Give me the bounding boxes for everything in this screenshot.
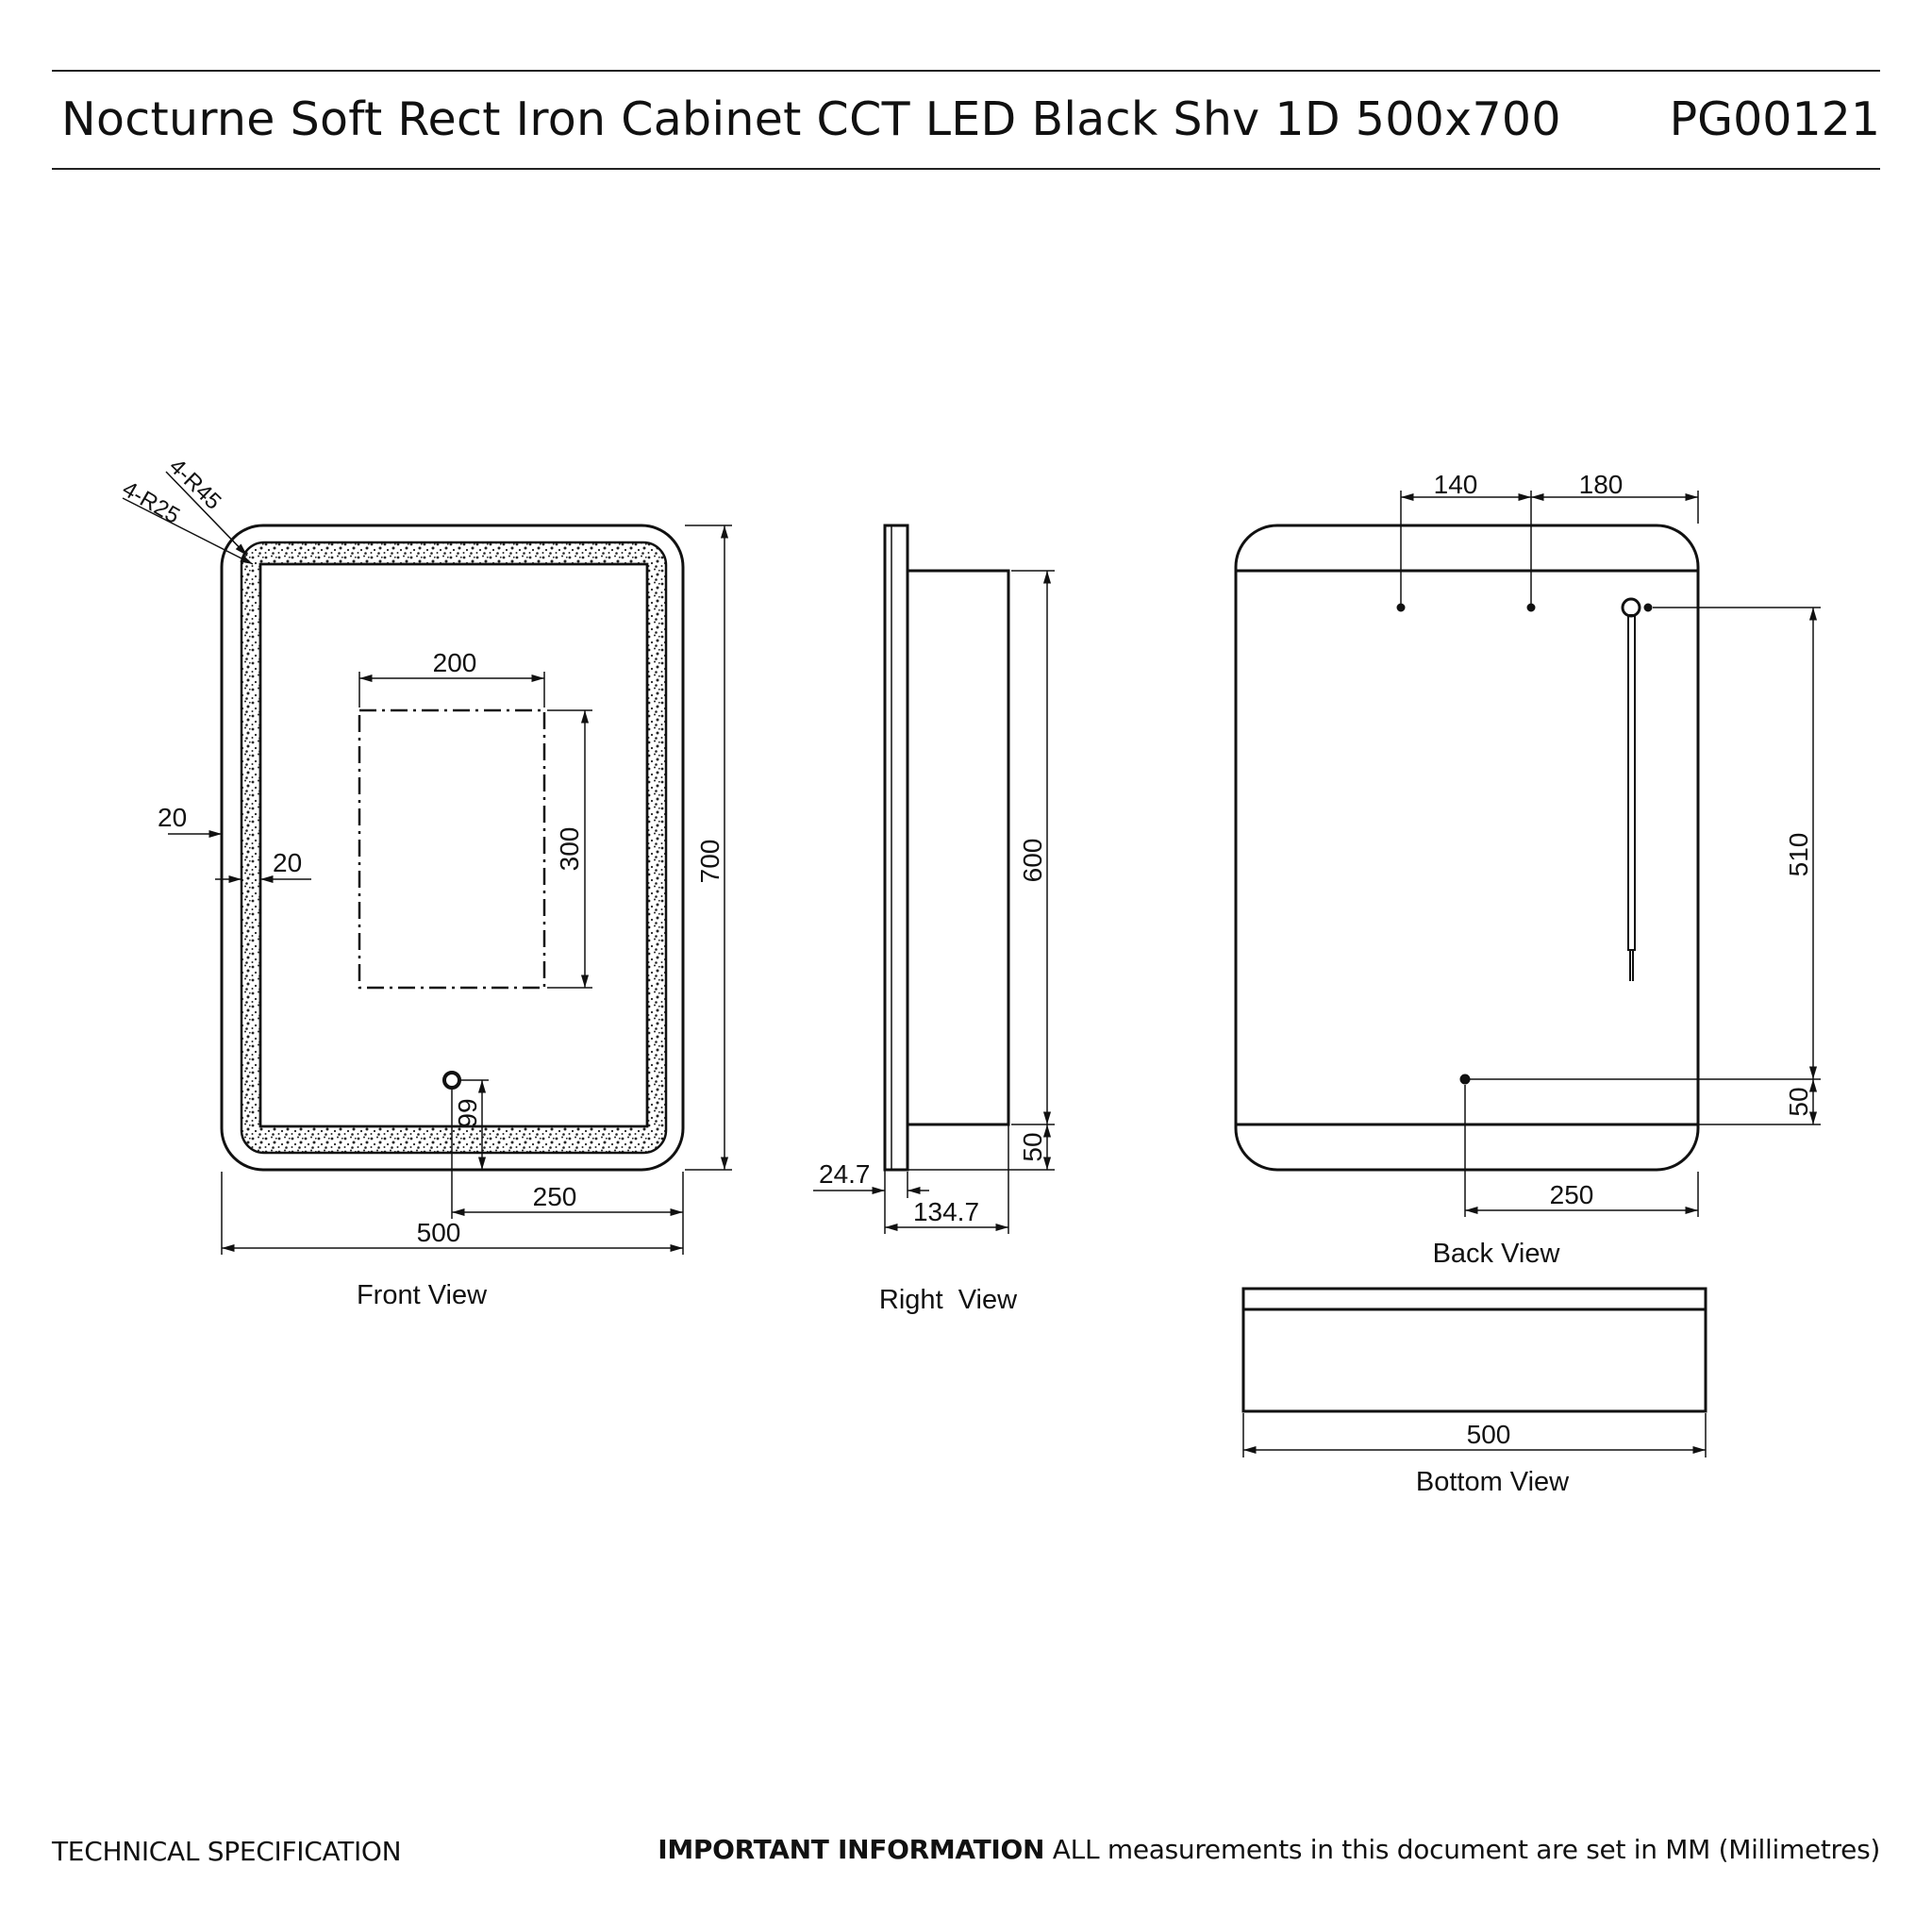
front-dim-switch-y: 99: [453, 1098, 482, 1127]
front-led-strip: [240, 541, 668, 1155]
mount-hole-icon: [1643, 603, 1653, 612]
mount-hole-icon: [1526, 603, 1536, 612]
back-view-label: Back View: [1433, 1239, 1561, 1269]
footer-important-information: IMPORTANT INFORMATION ALL measurements i…: [658, 1834, 1880, 1865]
front-dim-offset-inner: 20: [273, 848, 302, 877]
front-dim-demister-width: 200: [433, 648, 477, 677]
right-view-label: Right View: [879, 1285, 1018, 1315]
touch-switch-icon: [442, 1071, 461, 1090]
mount-hole-icon: [1396, 603, 1406, 612]
right-cabinet-body: [906, 569, 1010, 1126]
back-view: [1234, 491, 1821, 1217]
footer-technical-specification: TECHNICAL SPECIFICATION: [52, 1836, 402, 1867]
front-radius-inner-label: 4-R25: [118, 476, 184, 529]
bottom-body: [1241, 1287, 1707, 1413]
bottom-dim-width: 500: [1467, 1420, 1511, 1449]
product-title: Nocturne Soft Rect Iron Cabinet CCT LED …: [61, 92, 1561, 146]
back-dim-hole2: 180: [1579, 470, 1624, 499]
back-dim-center: 250: [1550, 1180, 1594, 1209]
power-cable-icon: [1627, 614, 1636, 951]
product-code: PG00121: [1669, 92, 1880, 146]
important-text: ALL measurements in this document are se…: [1044, 1834, 1881, 1865]
important-label: IMPORTANT INFORMATION: [658, 1834, 1045, 1865]
header-top-rule: [52, 70, 1880, 72]
back-dim-vertical: 510: [1784, 833, 1813, 877]
back-dim-hole1: 140: [1434, 470, 1478, 499]
back-dim-bottom: 50: [1784, 1087, 1813, 1116]
bottom-view: [1241, 1287, 1707, 1457]
front-mirror-inner: [258, 562, 649, 1128]
right-dim-total-depth: 134.7: [913, 1197, 979, 1226]
right-dim-front-depth: 24.7: [819, 1159, 871, 1189]
front-view: [122, 471, 732, 1255]
demister-pad: [358, 708, 546, 990]
front-dim-switch-x: 250: [533, 1182, 577, 1211]
back-outer-frame: [1234, 524, 1700, 1172]
front-view-label: Front View: [357, 1280, 488, 1310]
right-mirror-panel: [883, 524, 909, 1172]
front-dim-demister-height: 300: [555, 827, 584, 872]
front-dim-offset-left: 20: [158, 803, 187, 832]
right-view: [813, 524, 1055, 1234]
header-bottom-rule: [52, 168, 1880, 170]
mount-hole-icon: [1459, 1074, 1471, 1085]
front-dim-width: 500: [417, 1218, 461, 1247]
right-dim-body: 600: [1018, 839, 1047, 883]
right-dim-bottom: 50: [1018, 1132, 1047, 1161]
front-dim-height: 700: [695, 840, 724, 884]
bottom-view-label: Bottom View: [1416, 1467, 1570, 1497]
